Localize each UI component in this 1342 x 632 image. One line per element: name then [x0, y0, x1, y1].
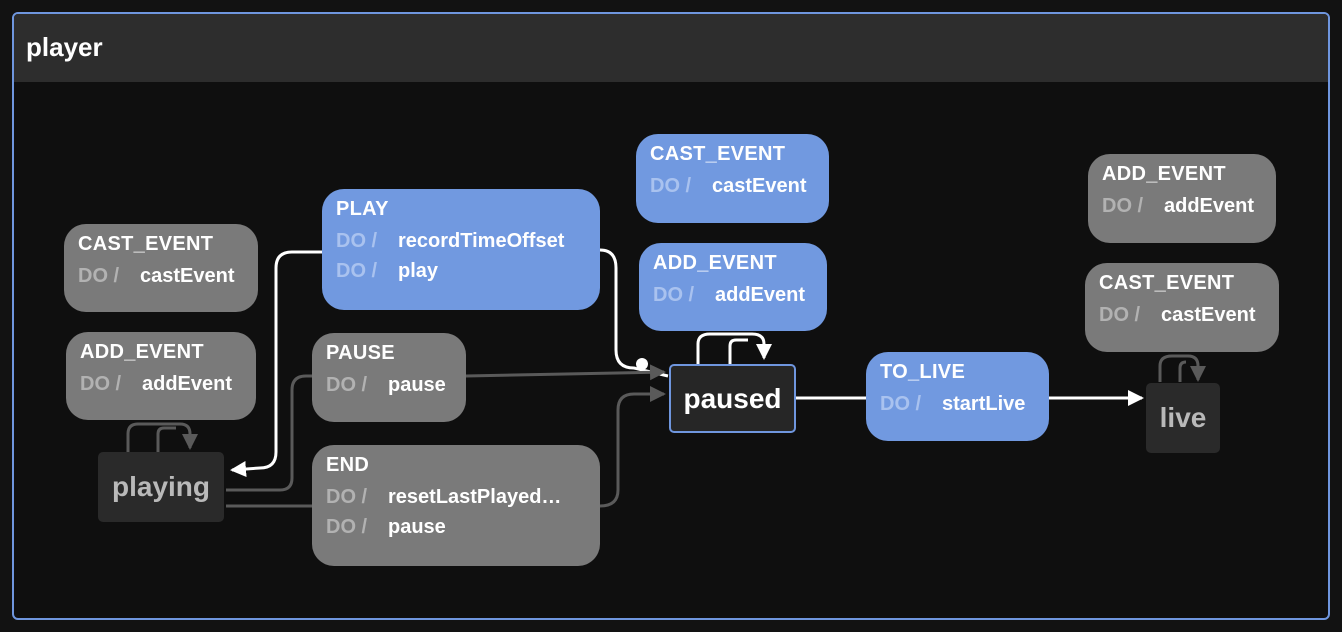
- action-name: startLive: [942, 393, 1026, 415]
- playing-self-loop: [126, 422, 198, 452]
- playing-self-loop-inner: [156, 426, 176, 452]
- event-play[interactable]: PLAY DO / recordTimeOffset DO / play: [322, 189, 600, 310]
- pause-edge-in: [226, 374, 312, 492]
- event-name: CAST_EVENT: [1099, 272, 1235, 294]
- event-name: CAST_EVENT: [650, 143, 786, 165]
- action-name: resetLastPlayed…: [388, 486, 562, 508]
- event-pause[interactable]: PAUSE DO / pause: [312, 333, 466, 422]
- play-edge-in: [599, 248, 669, 378]
- action-prefix: DO /: [80, 373, 122, 395]
- event-action-row: DO / addEvent: [1102, 195, 1262, 217]
- paused-self-loop-inner: [728, 338, 748, 364]
- action-prefix: DO /: [1099, 304, 1141, 326]
- action-name: play: [398, 260, 439, 282]
- state-paused-label: paused: [683, 382, 782, 414]
- live-self-loop-inner: [1178, 360, 1187, 382]
- event-name: ADD_EVENT: [1102, 163, 1226, 185]
- action-name: pause: [388, 374, 446, 396]
- action-name: recordTimeOffset: [398, 230, 565, 252]
- event-action-row: DO / startLive: [880, 393, 1035, 415]
- event-live-add-event[interactable]: ADD_EVENT DO / addEvent: [1088, 154, 1276, 243]
- event-to-live[interactable]: TO_LIVE DO / startLive: [866, 352, 1049, 441]
- event-name: END: [326, 454, 370, 476]
- action-prefix: DO /: [880, 393, 922, 415]
- event-playing-add-event[interactable]: ADD_EVENT DO / addEvent: [66, 332, 256, 420]
- state-playing[interactable]: playing: [98, 452, 224, 522]
- action-prefix: DO /: [78, 265, 120, 287]
- state-live-label: live: [1159, 402, 1207, 433]
- paused-self-loop: [696, 332, 772, 364]
- live-self-loop: [1158, 354, 1206, 382]
- event-action-row: DO / addEvent: [80, 373, 242, 395]
- event-action-row: DO / pause: [326, 516, 586, 538]
- action-name: pause: [388, 516, 446, 538]
- action-prefix: DO /: [326, 374, 368, 396]
- action-name: addEvent: [1164, 195, 1255, 217]
- event-action-row: DO / castEvent: [1099, 304, 1265, 326]
- event-paused-add-event[interactable]: ADD_EVENT DO / addEvent: [639, 243, 827, 331]
- action-name: addEvent: [715, 284, 806, 306]
- event-name: CAST_EVENT: [78, 233, 214, 255]
- action-prefix: DO /: [336, 260, 378, 282]
- state-playing-label: playing: [111, 471, 210, 502]
- event-action-row: DO / addEvent: [653, 284, 813, 306]
- action-prefix: DO /: [653, 284, 695, 306]
- state-paused[interactable]: paused: [669, 364, 796, 433]
- action-name: castEvent: [712, 175, 807, 197]
- event-action-row: DO / pause: [326, 374, 452, 396]
- action-prefix: DO /: [336, 230, 378, 252]
- event-name: PAUSE: [326, 342, 395, 364]
- play-edge-dot: [636, 358, 648, 370]
- machine-title: player: [26, 32, 103, 62]
- action-name: castEvent: [140, 265, 235, 287]
- event-live-cast-event[interactable]: CAST_EVENT DO / castEvent: [1085, 263, 1279, 352]
- event-action-row: DO / castEvent: [650, 175, 815, 197]
- action-prefix: DO /: [326, 486, 368, 508]
- event-name: PLAY: [336, 198, 389, 220]
- event-action-row: DO / recordTimeOffset: [336, 230, 586, 252]
- action-name: addEvent: [142, 373, 233, 395]
- event-playing-cast-event[interactable]: CAST_EVENT DO / castEvent: [64, 224, 258, 312]
- event-name: ADD_EVENT: [80, 341, 204, 363]
- play-edge-out: [230, 250, 322, 477]
- state-live[interactable]: live: [1146, 383, 1220, 453]
- event-paused-cast-event[interactable]: CAST_EVENT DO / castEvent: [636, 134, 829, 223]
- machine-header: player: [14, 14, 1328, 82]
- action-prefix: DO /: [326, 516, 368, 538]
- action-name: castEvent: [1161, 304, 1256, 326]
- end-edge-out: [599, 386, 666, 508]
- event-name: TO_LIVE: [880, 361, 966, 383]
- event-action-row: DO / castEvent: [78, 265, 244, 287]
- action-prefix: DO /: [650, 175, 692, 197]
- event-action-row: DO / resetLastPlayed…: [326, 486, 586, 508]
- event-name: ADD_EVENT: [653, 252, 777, 274]
- pause-edge-out: [465, 364, 666, 381]
- action-prefix: DO /: [1102, 195, 1144, 217]
- event-end[interactable]: END DO / resetLastPlayed… DO / pause: [312, 445, 600, 566]
- event-action-row: DO / play: [336, 260, 586, 282]
